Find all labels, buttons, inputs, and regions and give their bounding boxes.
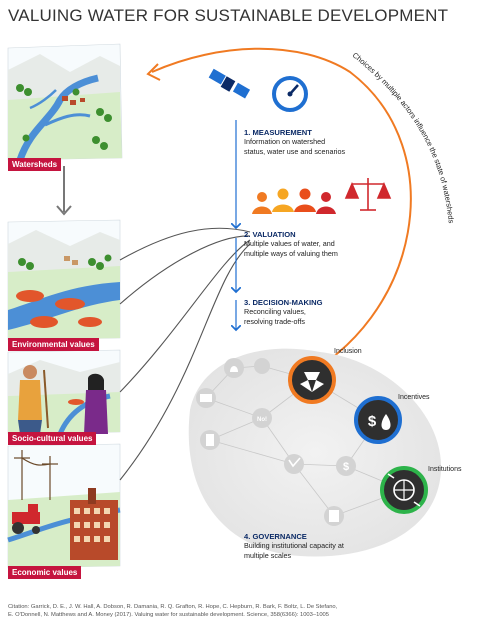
network-node [252,408,272,428]
leaf-icon [230,366,238,372]
no-sign-label: No! [257,417,267,423]
people-icon [252,188,336,214]
dollar-icon: $ [368,413,377,430]
page-title: VALUING WATER FOR SUSTAINABLE DEVELOPMEN… [8,6,449,25]
step-heading: 3. DECISION-MAKING [244,298,323,307]
citation-line: Citation: Garrick, D. E., J. W. Hall, A.… [8,604,338,610]
step-decision-making: 3. DECISION-MAKING Reconciling values, r… [244,298,322,326]
network-node [336,456,356,476]
step-text: resolving trade-offs [244,316,305,326]
down-arrow [56,166,72,216]
water-drop-icon [381,414,391,430]
dollar-icon: $ [343,461,349,473]
step-text: Reconciling values, [244,307,306,317]
step-valuation: 2. VALUATION Multiple values of water, a… [244,230,338,258]
gauge-icon [272,76,308,112]
incentives-node: $ [354,396,402,444]
arc-arrowhead [146,63,161,81]
satellite-icon [208,68,251,99]
value-connectors [119,227,251,481]
institutions-label: Institutions [428,466,462,473]
step-heading: 2. VALUATION [244,230,296,239]
sociocultural-values-label: Socio-cultural values [8,432,97,445]
factory-icon [70,488,118,560]
environmental-panel [7,219,121,341]
institutions-node [380,466,428,514]
network-node [254,358,270,374]
step-text: multiple scales [244,550,292,560]
tractor-icon [12,504,40,534]
gear-icon [200,394,212,402]
scales-icon [344,178,392,211]
citation-line: E. O'Donnell, N. Matthews and A. Money (… [8,612,329,618]
step-text: Building institutional capacity at [244,541,344,551]
incentives-label: Incentives [398,394,430,401]
arc-label: Choices by multiple actors influence the… [351,51,456,224]
check-icon [288,457,301,468]
step-text: Multiple values of water, and [244,239,335,249]
feedback-arc [151,47,412,381]
building-icon [206,434,214,446]
watersheds-label: Watersheds [8,158,62,171]
step-governance: 4. GOVERNANCE Building institutional cap… [244,532,344,560]
environmental-values-label: Environmental values [8,338,99,351]
hands-icon [300,372,324,392]
document-icon [329,510,339,522]
sociocultural-panel [7,349,121,436]
citation: Citation: Garrick, D. E., J. W. Hall, A.… [8,603,472,619]
economic-values-label: Economic values [8,566,82,579]
watersheds-panel [7,43,123,162]
step-heading: 1. MEASUREMENT [244,128,312,137]
inclusion-node [288,356,336,404]
step-measurement: 1. MEASUREMENT Information on watershed … [244,128,345,156]
step-heading: 4. GOVERNANCE [244,532,307,541]
step-text: status, water use and scenarios [244,146,346,156]
step-text: Information on watershed [244,137,326,147]
inclusion-label: Inclusion [334,348,362,355]
step-text: multiple ways of valuing them [244,248,338,258]
economic-panel [7,443,121,569]
